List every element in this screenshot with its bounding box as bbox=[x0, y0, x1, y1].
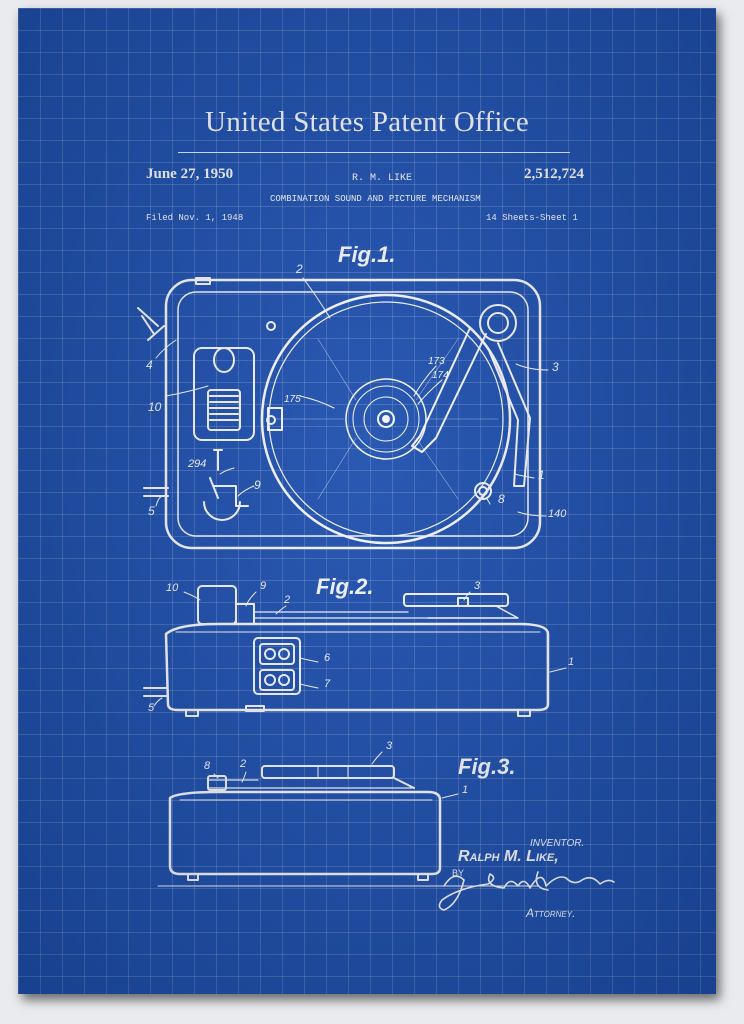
inventor-heading: INVENTOR. bbox=[530, 838, 585, 849]
callout-fig2-9: 9 bbox=[260, 580, 267, 592]
attorney-label: Attorney. bbox=[526, 906, 576, 920]
callout-fig1-8: 8 bbox=[498, 492, 505, 506]
sheet-count: 14 Sheets-Sheet 1 bbox=[486, 213, 578, 223]
callout-fig1-175: 175 bbox=[284, 394, 301, 405]
callout-fig1-2: 2 bbox=[296, 262, 303, 276]
callout-fig1-1: 1 bbox=[538, 468, 545, 482]
fig3-turntable-side-view bbox=[157, 765, 539, 887]
callout-fig1-3: 3 bbox=[552, 360, 559, 374]
callout-fig1-4: 4 bbox=[146, 358, 153, 372]
callout-fig2-3: 3 bbox=[474, 580, 481, 592]
patent-subtitle: COMBINATION SOUND AND PICTURE MECHANISM bbox=[270, 194, 481, 204]
callout-fig1-9: 9 bbox=[254, 478, 261, 492]
inventor-short: R. M. LIKE bbox=[352, 173, 413, 184]
title-underline bbox=[178, 152, 570, 153]
callout-fig1-294: 294 bbox=[188, 458, 207, 470]
callout-fig2-7: 7 bbox=[324, 678, 331, 690]
callout-fig2-1: 1 bbox=[568, 656, 575, 668]
fig1-label: Fig.1. bbox=[338, 242, 396, 267]
document-title: United States Patent Office bbox=[204, 106, 530, 138]
attorney-signature bbox=[438, 871, 615, 911]
patent-drawings bbox=[137, 277, 615, 911]
callout-fig2-10: 10 bbox=[166, 582, 179, 594]
fig2-label: Fig.2. bbox=[316, 574, 374, 599]
inventor-name: Ralph M. Like, bbox=[458, 848, 559, 865]
callout-fig3-8: 8 bbox=[204, 760, 211, 772]
by-label: BY bbox=[452, 868, 465, 878]
fig1-leader-lines bbox=[155, 277, 549, 517]
fig1-turntable-top-view bbox=[137, 277, 542, 550]
callout-fig1-174: 174 bbox=[432, 370, 449, 381]
fig2-leader-lines bbox=[153, 591, 567, 707]
fig3-label: Fig.3. bbox=[458, 754, 516, 779]
callout-fig3-3: 3 bbox=[386, 740, 393, 752]
blueprint-poster: United States Patent Office June 27, 195… bbox=[18, 8, 716, 994]
callout-fig2-6: 6 bbox=[324, 652, 331, 664]
callout-fig1-140: 140 bbox=[548, 508, 567, 520]
fig3-leader-lines bbox=[213, 751, 459, 799]
callout-fig1-5: 5 bbox=[148, 504, 155, 518]
callout-fig1-10: 10 bbox=[148, 400, 162, 414]
filed-date: Filed Nov. 1, 1948 bbox=[146, 213, 244, 223]
patent-number: 2,512,724 bbox=[524, 166, 584, 182]
callout-fig2-2: 2 bbox=[284, 594, 291, 606]
patent-date: June 27, 1950 bbox=[146, 166, 234, 182]
callout-fig3-2: 2 bbox=[240, 758, 247, 770]
callout-fig3-1: 1 bbox=[462, 784, 469, 796]
callout-fig1-173: 173 bbox=[428, 356, 445, 367]
fig2-turntable-front-view bbox=[143, 585, 550, 717]
callout-fig2-5: 5 bbox=[148, 702, 155, 714]
